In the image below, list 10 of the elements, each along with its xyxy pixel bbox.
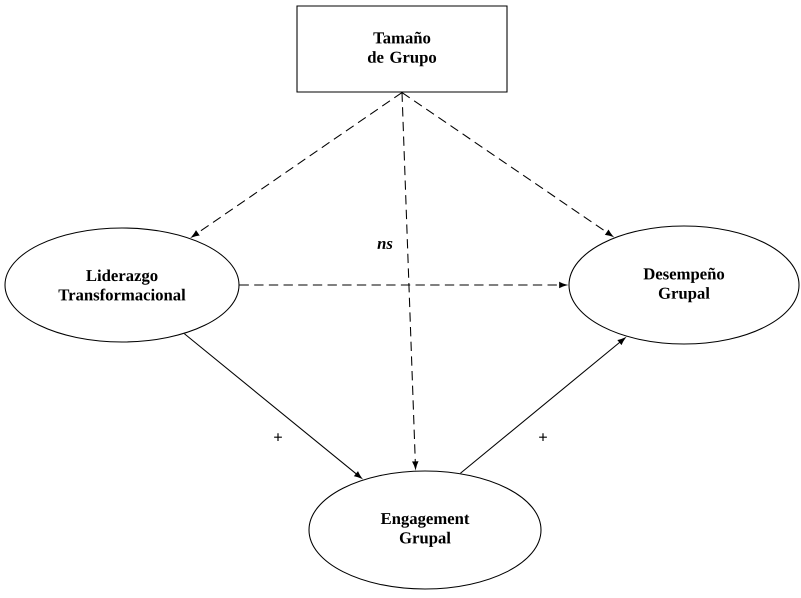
arrow <box>402 92 614 237</box>
edge-label: + <box>272 432 284 444</box>
factor-box: Tamaño de Grupo <box>296 5 508 93</box>
edge-label: + <box>536 432 550 444</box>
edge-label: ns <box>376 240 394 250</box>
arrow <box>184 333 362 479</box>
arrow <box>401 92 418 469</box>
arrow <box>192 92 402 238</box>
arrow <box>240 282 567 288</box>
arrow <box>460 338 626 474</box>
